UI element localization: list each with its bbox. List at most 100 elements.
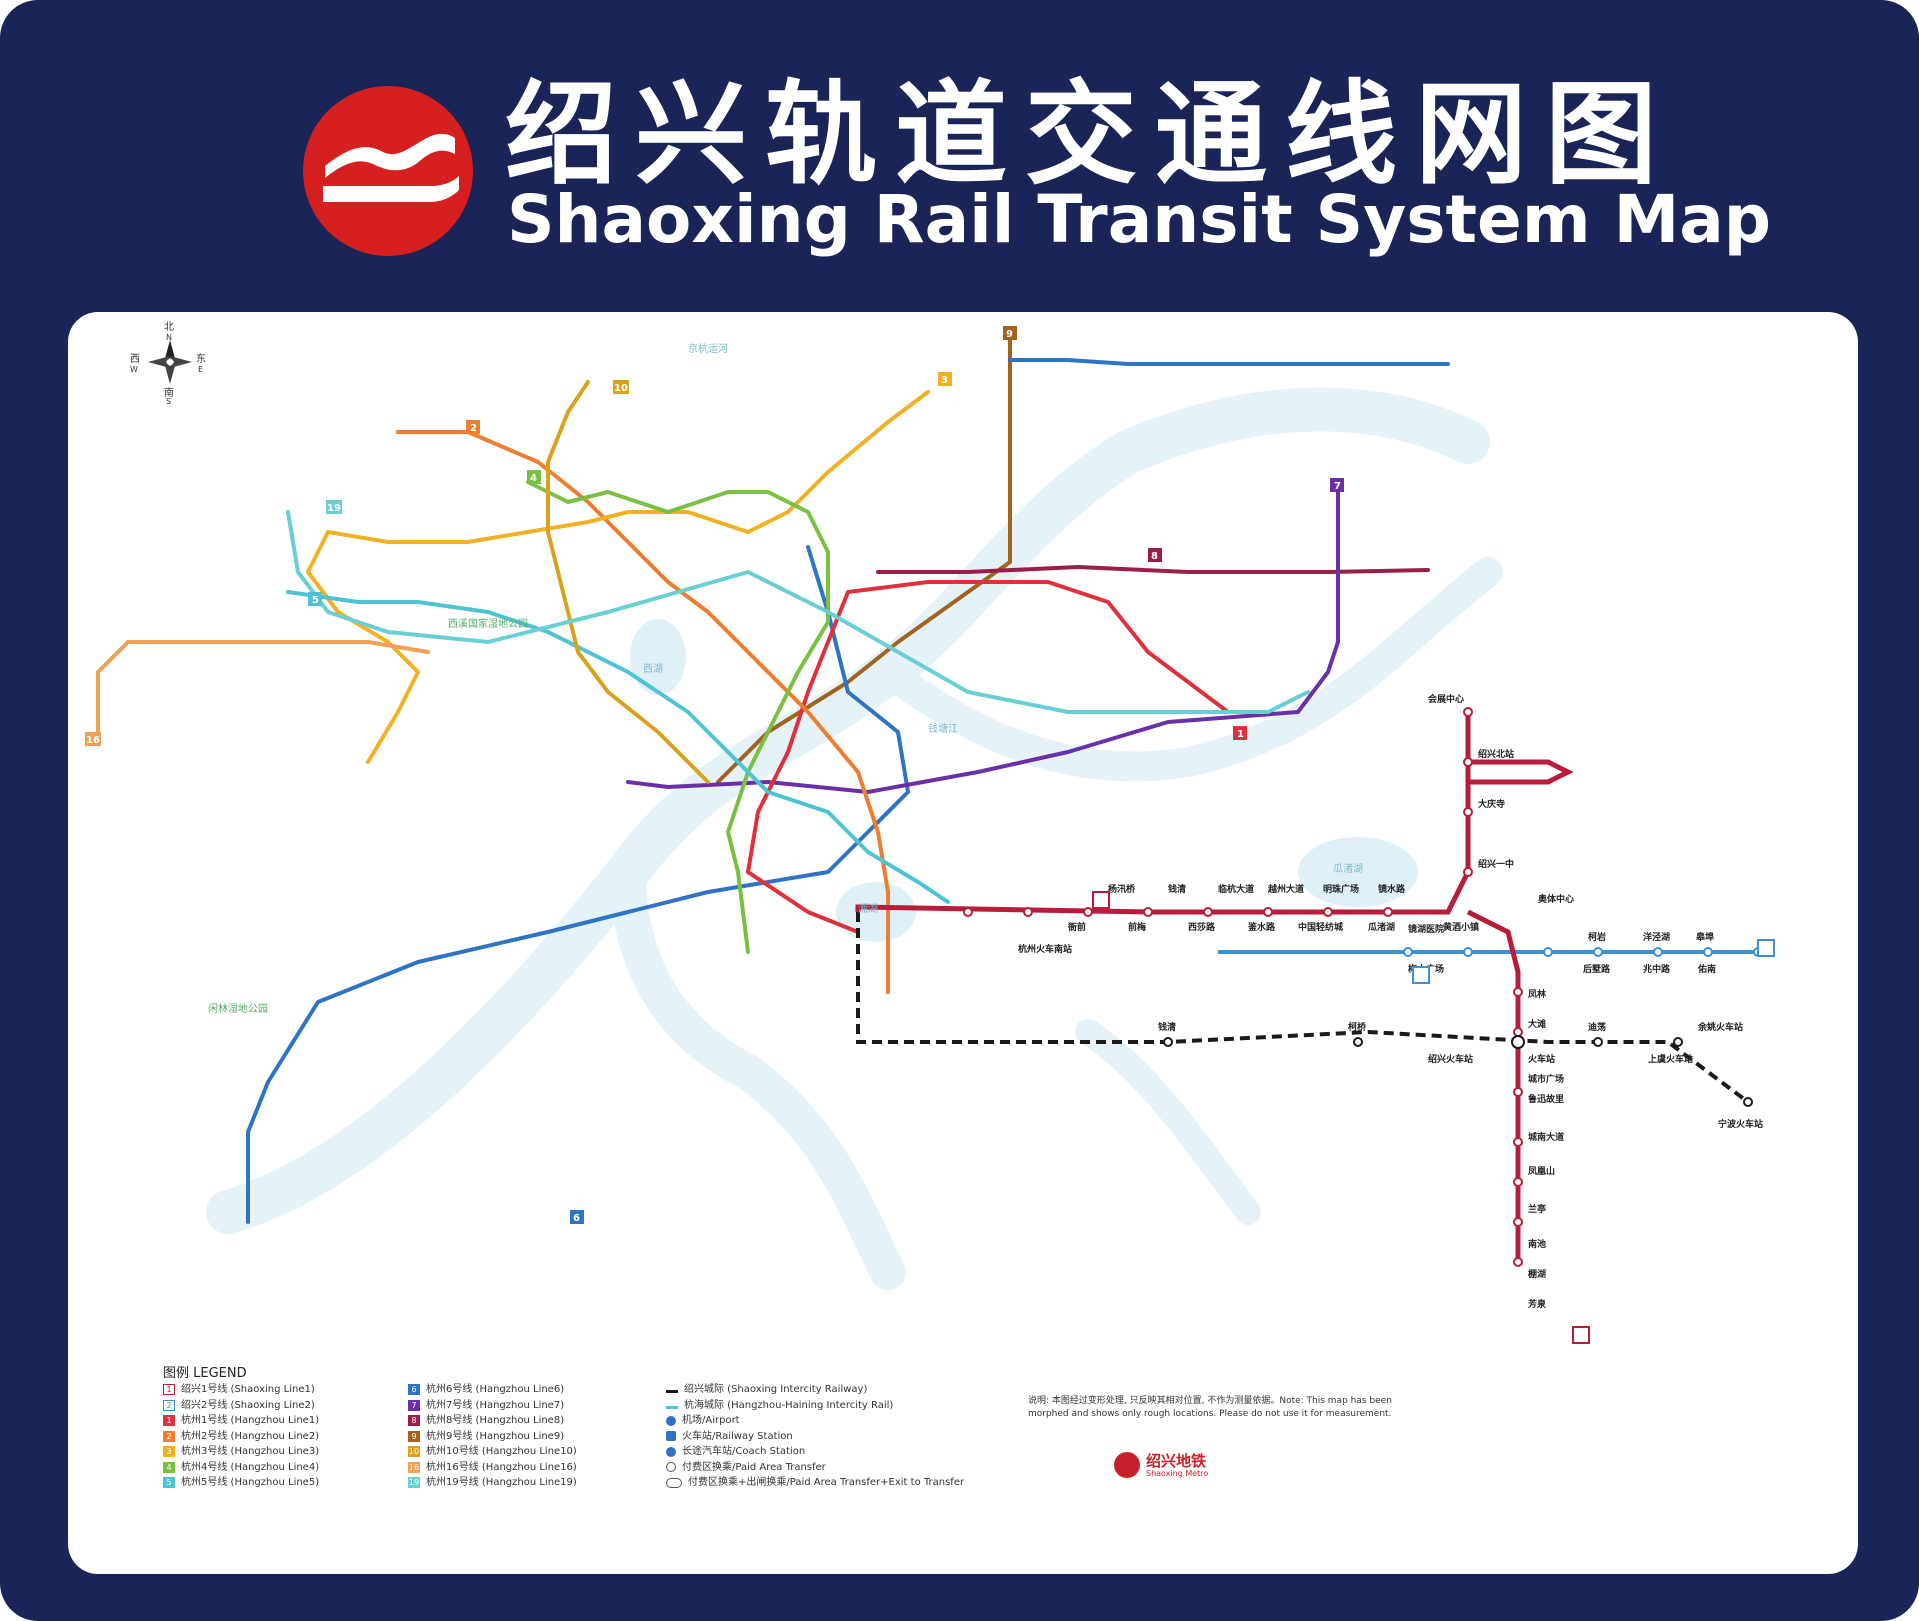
compass-south-en: S xyxy=(166,397,171,406)
legend-line-number: 8 xyxy=(408,1415,420,1427)
hangzhou-line-1 xyxy=(746,580,1270,934)
shaoxing-line-1-stations xyxy=(963,707,1523,1267)
station-label: 佑南 xyxy=(1697,963,1716,975)
station-label: 火车站 xyxy=(1528,1053,1555,1065)
place-label: 西湖 xyxy=(643,663,663,675)
hangzhou-line-6 xyxy=(246,545,910,1224)
hangzhou-line-16 xyxy=(96,640,430,734)
station-label: 绍兴北站 xyxy=(1478,748,1514,760)
legend-line-number: 4 xyxy=(163,1461,175,1473)
brand-name-en: Shaoxing Metro xyxy=(1146,1469,1209,1478)
legend-line-label: 绍兴1号线 (Shaoxing Line1) xyxy=(181,1384,315,1395)
legend-symbol-label: 付费区换乘/Paid Area Transfer xyxy=(682,1461,826,1473)
intercity2-icon xyxy=(666,1405,678,1409)
place-label: 瓜渚湖 xyxy=(1333,863,1363,875)
station-label: 迪荡 xyxy=(1588,1021,1606,1033)
title-english: Shaoxing Rail Transit System Map xyxy=(507,181,1772,258)
legend-symbol-row: 付费区换乘+出闸换乘/Paid Area Transfer+Exit to Tr… xyxy=(666,1475,964,1491)
line-badge-label: 4 xyxy=(530,473,537,484)
line-badge xyxy=(527,470,541,484)
airport-icon xyxy=(666,1415,676,1426)
line-badge-label: 10 xyxy=(614,383,628,394)
station-label: 镜湖医院 xyxy=(1408,923,1444,935)
station-label: 柯桥 xyxy=(1348,1021,1367,1033)
hangzhou-line-8 xyxy=(876,565,1430,574)
place-label: 闲林湿地公园 xyxy=(208,1002,268,1015)
line-badge xyxy=(85,732,101,746)
compass-east-en: E xyxy=(198,365,203,374)
line-badge xyxy=(570,1210,584,1224)
station-label: 杭州火车南站 xyxy=(1018,943,1072,955)
hangzhou-line-10 xyxy=(546,380,710,784)
line-badge-label: 16 xyxy=(86,735,100,746)
station-label: 衙前 xyxy=(1067,921,1086,933)
station-label: 城市广场 xyxy=(1528,1073,1564,1085)
station-label: 前梅 xyxy=(1128,921,1146,933)
station-label: 绍兴一中 xyxy=(1478,858,1514,870)
legend-line-row: 3 杭州3号线 (Hangzhou Line3) xyxy=(163,1444,319,1460)
shaoxing-line-2-stations xyxy=(1403,947,1763,957)
place-label: 钱塘江 xyxy=(928,722,958,735)
legend-line-label: 杭州6号线 (Hangzhou Line6) xyxy=(426,1384,565,1395)
map-panel: 北 N 西 W 东 E 南 S xyxy=(68,312,1858,1574)
legend-line-row: 6 杭州6号线 (Hangzhou Line6) xyxy=(408,1382,577,1398)
line-badge xyxy=(466,420,480,434)
station-label: 洋泾湖 xyxy=(1643,931,1670,943)
line-badge-label: 19 xyxy=(327,503,341,514)
hangzhou-line-4 xyxy=(526,480,830,954)
legend-line-number: 2 xyxy=(163,1430,175,1442)
station-label: 城南大道 xyxy=(1528,1131,1564,1143)
intercity-icon xyxy=(666,1390,678,1394)
legend-line-label: 绍兴2号线 (Shaoxing Line2) xyxy=(181,1399,315,1411)
line-badge xyxy=(326,500,342,514)
coach-icon xyxy=(666,1446,676,1457)
hangzhou-line-5 xyxy=(286,590,950,904)
station-label: 鉴水路 xyxy=(1247,921,1276,933)
hangzhou-line-7 xyxy=(626,490,1340,794)
legend-line-row: 7 杭州7号线 (Hangzhou Line7) xyxy=(408,1398,577,1414)
station-label: 兆中路 xyxy=(1643,963,1671,975)
legend-line-label: 杭州3号线 (Hangzhou Line3) xyxy=(181,1446,320,1457)
station-label: 余姚火车站 xyxy=(1697,1021,1743,1033)
compass-north: 北 xyxy=(164,321,174,333)
station-label: 绍兴火车站 xyxy=(1428,1053,1473,1065)
legend-symbol-row: 杭海城际 (Hangzhou-Haining Intercity Rail) xyxy=(666,1398,964,1414)
station-label: 柯岩 xyxy=(1588,931,1606,943)
legend-symbol-label: 长途汽车站/Coach Station xyxy=(682,1446,806,1457)
station-label: 大滩 xyxy=(1528,1018,1546,1030)
legend-line-number: 3 xyxy=(163,1446,175,1458)
brand-name-cn: 绍兴地铁 xyxy=(1146,1452,1207,1470)
legend-line-number: 6 xyxy=(408,1384,420,1396)
shaoxing-line-1-badge xyxy=(1092,891,1110,909)
station-label: 芳泉 xyxy=(1528,1298,1547,1310)
station-label: 镜水路 xyxy=(1378,883,1406,895)
line-badge xyxy=(938,372,952,386)
line-badge xyxy=(1003,326,1017,340)
legend-line-number: 9 xyxy=(408,1430,420,1442)
railway-icon xyxy=(666,1431,676,1442)
title-chinese: 绍兴轨道交通线网图 xyxy=(505,70,1675,200)
place-label: 西溪国家湿地公园 xyxy=(448,617,528,630)
legend-symbol-label: 付费区换乘+出闸换乘/Paid Area Transfer+Exit to Tr… xyxy=(688,1477,965,1488)
legend-symbol-row: 长途汽车站/Coach Station xyxy=(666,1444,964,1460)
place-label: 京杭运河 xyxy=(688,342,728,355)
legend-line-number: 19 xyxy=(408,1477,420,1489)
line-badge-label: 7 xyxy=(1334,481,1341,492)
line-badge-label: 9 xyxy=(1006,329,1013,340)
legend-line-label: 杭州7号线 (Hangzhou Line7) xyxy=(426,1399,565,1411)
legend-line-number: 7 xyxy=(408,1399,420,1411)
compass-north-en: N xyxy=(166,333,172,342)
station-label: 明珠广场 xyxy=(1323,883,1359,895)
shaoxing-metro-logo-icon xyxy=(303,86,473,256)
legend-line-number: 10 xyxy=(408,1446,420,1458)
compass-east: 东 xyxy=(196,352,206,365)
station-label: 杨汛桥 xyxy=(1108,883,1136,895)
line-badge xyxy=(613,380,629,394)
station-label: 鲁迅故里 xyxy=(1528,1093,1564,1105)
